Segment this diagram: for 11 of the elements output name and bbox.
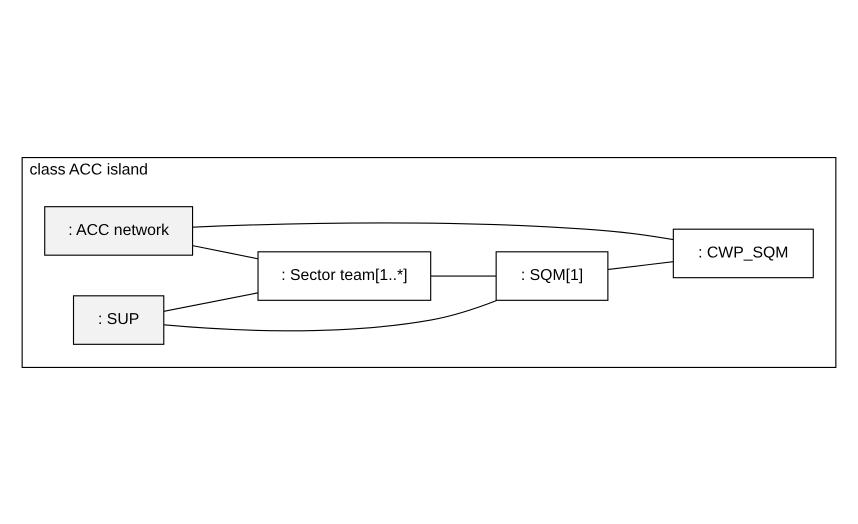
node-box: : ACC network [44, 206, 194, 256]
connector [430, 274, 496, 276]
node-box: : Sector team[1..*] [257, 250, 432, 300]
node-box: : CWP_SQM [672, 228, 814, 278]
node-box: : SQM[1] [496, 250, 608, 300]
connector [192, 222, 674, 240]
connector [192, 244, 258, 259]
connector [608, 260, 674, 270]
node-box: : SUP [72, 294, 164, 344]
connector [164, 299, 498, 331]
connector [164, 292, 258, 312]
